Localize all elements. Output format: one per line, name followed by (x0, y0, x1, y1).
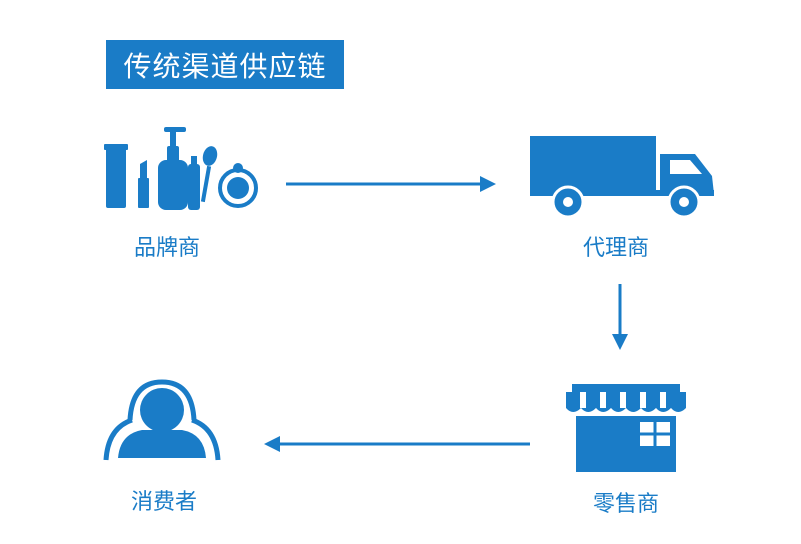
person-icon (103, 379, 221, 461)
node-label-brand: 品牌商 (133, 236, 200, 261)
arrow-retailer-to-consumer (264, 436, 530, 452)
node-label-retailer: 零售商 (592, 492, 659, 517)
arrow-brand-to-agent (286, 176, 496, 192)
store-icon (566, 384, 686, 472)
node-label-agent: 代理商 (582, 236, 649, 261)
node-label-consumer: 消费者 (130, 490, 197, 515)
diagram-title: 传统渠道供应链 (106, 40, 344, 89)
truck-icon (530, 136, 714, 219)
arrow-agent-to-retailer (612, 284, 628, 350)
cosmetics-icon (104, 127, 258, 210)
